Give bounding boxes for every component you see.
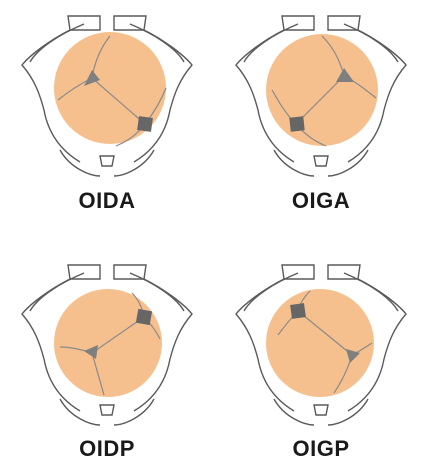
pelvis-head-figure: [0, 231, 214, 462]
fetal-head: [266, 289, 374, 397]
position-label: OIGP: [214, 436, 428, 462]
diagram-panel-oiga: OIGA: [214, 0, 428, 231]
position-label: OIGA: [214, 188, 428, 214]
diagram-panel-oida: OIDA: [0, 0, 214, 231]
fetal-head: [54, 289, 162, 397]
pelvis-head-figure: [214, 231, 428, 462]
diagram-panel-oigp: OIGP: [214, 231, 428, 462]
anterior-fontanelle: [137, 116, 153, 132]
anterior-fontanelle: [290, 303, 306, 319]
anterior-fontanelle: [136, 309, 152, 325]
position-label: OIDP: [0, 436, 214, 462]
fetal-head: [266, 34, 378, 146]
position-label: OIDA: [0, 188, 214, 214]
anterior-fontanelle: [289, 116, 304, 131]
diagram-panel-oidp: OIDP: [0, 231, 214, 462]
